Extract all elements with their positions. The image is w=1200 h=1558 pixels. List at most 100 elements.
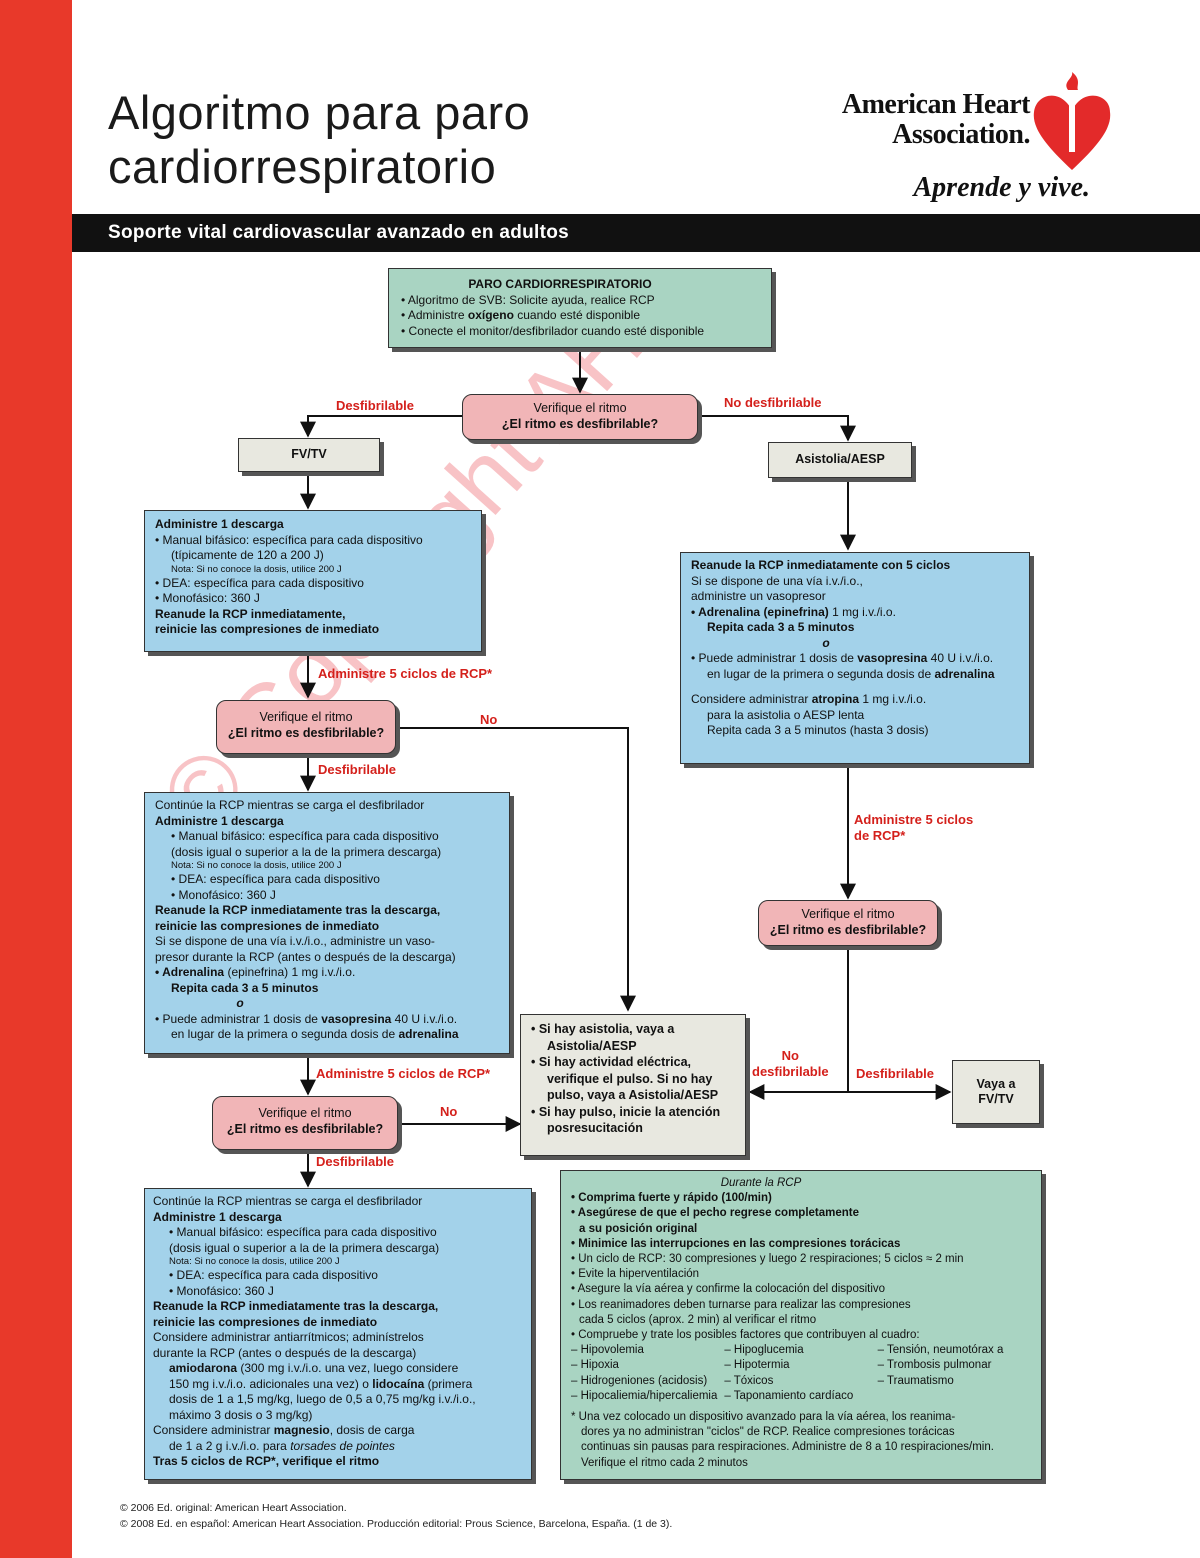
shock-line: (dosis igual o superior a la de la prime… — [169, 1240, 440, 1255]
asystole-treatment-box: Reanude la RCP inmediatamente con 5 cicl… — [680, 552, 1030, 764]
during-bullet: a su posición original — [579, 1222, 698, 1235]
asys-line: Considere administrar atropina 1 mg i.v.… — [691, 692, 1019, 708]
label-no-1: No — [480, 712, 498, 727]
factors-row: – Hidrogeniones (acidosis)– Tóxicos– Tra… — [571, 1374, 1031, 1389]
shock-line: (típicamente de 120 a 200 J) — [171, 548, 324, 562]
shock-line: Continúe la RCP mientras se carga el des… — [153, 1194, 423, 1208]
oxygen-term: oxígeno — [467, 308, 514, 322]
label-cpr-cycles-3: Administre 5 ciclos de RCP* — [854, 812, 973, 844]
shock-line: Reanude la RCP inmediatamente tras la de… — [155, 903, 441, 917]
during-cpr-box: Durante la RCP • Comprima fuerte y rápid… — [560, 1170, 1042, 1480]
factor: – Hidrogeniones (acidosis) — [571, 1374, 708, 1387]
check-rhythm-1: Verifique el ritmo ¿El ritmo es desfibri… — [462, 394, 698, 440]
title-line-1: Algoritmo para paro — [108, 86, 531, 139]
shock-line: • Adrenalina (epinefrina) 1 mg i.v./i.o. — [155, 965, 499, 981]
check-question: ¿El ritmo es desfibrilable? — [227, 726, 385, 740]
check-rhythm-3: Verifique el ritmo ¿El ritmo es desfibri… — [212, 1096, 398, 1150]
drug-name: • Adrenalina — [155, 965, 225, 979]
during-bullet: • Evite la hiperventilación — [571, 1268, 700, 1281]
during-bullet: • Comprima fuerte y rápido (100/min) — [571, 1192, 772, 1205]
factor: – Hipoxia — [571, 1359, 619, 1372]
start-line: • Algoritmo de SVB: Solicite ayuda, real… — [401, 292, 655, 307]
shock-line: Continúe la RCP mientras se carga el des… — [155, 798, 425, 812]
next-step-line: verifique el pulso. Si no hay — [547, 1071, 713, 1086]
next-step-line: Asistolia/AESP — [547, 1038, 637, 1053]
asys-line: en lugar de la primera o segunda dosis d… — [691, 667, 1019, 683]
asystole-pea-box: Asistolia/AESP — [768, 442, 912, 478]
shock-line: • Monofásico: 360 J — [155, 591, 260, 605]
goto-line: Vaya a — [976, 1076, 1016, 1091]
label-shockable-3: Desfibrilable — [316, 1154, 395, 1169]
drug-name: vasopresina — [321, 1011, 392, 1026]
title-line-2: cardiorrespiratorio — [108, 140, 497, 193]
start-text: • Administre — [401, 308, 468, 322]
check-rhythm-4: Verifique el ritmo ¿El ritmo es desfibri… — [758, 900, 938, 946]
shock-line: de 1 a 2 g i.v./i.o. para torsades de po… — [153, 1439, 523, 1455]
shock-text: • Puede administrar 1 dosis de — [155, 1011, 322, 1026]
vf-vt-box: FV/TV — [238, 438, 380, 472]
shock-text: (primera — [424, 1376, 473, 1391]
label-shockable-4: Desfibrilable — [856, 1066, 935, 1081]
next-step-line: • Si hay asistolia, vaya a — [531, 1022, 675, 1036]
asys-text: • Puede administrar 1 dosis de — [691, 651, 858, 665]
factors-row: – Hipoxia– Hipotermia– Trombosis pulmona… — [571, 1358, 1031, 1373]
label-cpr-cycles-1: Administre 5 ciclos de RCP* — [318, 666, 493, 681]
shock-note: Nota: Si no conoce la dosis, utilice 200… — [171, 563, 342, 575]
shock-line: durante la RCP (antes o después de la de… — [153, 1345, 417, 1360]
shock-title: Administre 1 descarga — [153, 1209, 282, 1224]
goto-vf-vt-box: Vaya a FV/TV — [952, 1060, 1040, 1124]
asys-text: en lugar de la primera o segunda dosis d… — [707, 666, 935, 681]
shock-line: Reanude la RCP inmediatamente, — [155, 606, 346, 621]
asys-line: • Puede administrar 1 dosis de vasopresi… — [691, 651, 1019, 667]
asys-text: Considere administrar — [691, 692, 812, 706]
footnote-line: dores ya no administran "ciclos" de RCP.… — [581, 1426, 955, 1439]
drug-name: lidocaína — [372, 1376, 425, 1391]
drug-name: amiodarona — [169, 1361, 238, 1375]
shock-line: amiodarona (300 mg i.v./i.o. una vez, lu… — [153, 1361, 523, 1377]
label-line: desfibrilable — [752, 1064, 829, 1079]
factors-row: – Hipocaliemia/hipercaliemia– Taponamien… — [571, 1389, 1031, 1404]
spacer — [691, 682, 1019, 692]
label-line: de RCP* — [854, 828, 906, 843]
factor: – Hipocaliemia/hipercaliemia — [571, 1389, 718, 1402]
footer: © 2006 Ed. original: American Heart Asso… — [120, 1500, 672, 1532]
heart-torch-icon — [1033, 72, 1111, 170]
shock-title: Administre 1 descarga — [155, 517, 284, 531]
factor: – Hipotermia — [724, 1359, 790, 1372]
drug-name: • Adrenalina (epinefrina) — [691, 604, 829, 619]
next-steps-box: • Si hay asistolia, vaya a Asistolia/AES… — [520, 1014, 746, 1156]
shock-line: (dosis igual o superior a la de la prime… — [171, 844, 442, 859]
shock-2-box: Continúe la RCP mientras se carga el des… — [144, 792, 510, 1054]
or-separator: o — [236, 996, 244, 1010]
label-shockable-1: Desfibrilable — [336, 398, 415, 413]
asys-text: 40 U i.v./i.o. — [927, 651, 994, 665]
start-line: • Conecte el monitor/desfibrilador cuand… — [401, 323, 705, 338]
asys-line: • Adrenalina (epinefrina) 1 mg i.v./i.o. — [691, 605, 1019, 621]
shock-line: • DEA: específica para cada dispositivo — [171, 872, 380, 886]
during-bullet: • Un ciclo de RCP: 30 compresiones y lue… — [571, 1253, 964, 1266]
section-band: Soporte vital cardiovascular avanzado en… — [72, 214, 1200, 252]
next-step-line: • Si hay pulso, inicie la atención — [531, 1104, 721, 1119]
footer-line: © 2008 Ed. en español: American Heart As… — [120, 1518, 673, 1530]
asys-text: 1 mg i.v./i.o. — [859, 692, 927, 706]
during-bullet: • Los reanimadores deben turnarse para r… — [571, 1298, 911, 1311]
start-line: • Administre oxígeno cuando esté disponi… — [401, 308, 759, 324]
shock-line: • DEA: específica para cada dispositivo — [169, 1268, 378, 1282]
shock-line: máximo 3 dosis o 3 mg/kg) — [169, 1407, 313, 1422]
label-cpr-cycles-2: Administre 5 ciclos de RCP* — [316, 1066, 491, 1081]
shock-line: 150 mg i.v./i.o. adicionales una vez) o … — [153, 1377, 523, 1393]
check-question: ¿El ritmo es desfibrilable? — [501, 417, 659, 431]
shock-line: • Monofásico: 360 J — [171, 887, 276, 902]
shock-text: (300 mg i.v./i.o. una vez, luego conside… — [237, 1361, 459, 1375]
factor: – Hipovolemia — [571, 1344, 644, 1357]
shock-3-box: Continúe la RCP mientras se carga el des… — [144, 1188, 532, 1480]
aha-logo-text: American Heart Association. — [820, 90, 1031, 150]
logo-line-2: Association. — [892, 119, 1030, 150]
label-line: No — [781, 1048, 799, 1063]
shock-line: reinicie las compresiones de inmediato — [153, 1314, 378, 1329]
label-line: Administre 5 ciclos — [854, 812, 974, 827]
footnote-line: Verifique el ritmo cada 2 minutos — [581, 1456, 748, 1469]
shock-line: dosis de 1 a 1,5 mg/kg, luego de 0,5 a 0… — [169, 1392, 476, 1406]
shock-text: 40 U i.v./i.o. — [391, 1011, 458, 1026]
asys-line: para la asistolia o AESP lenta — [707, 707, 865, 722]
